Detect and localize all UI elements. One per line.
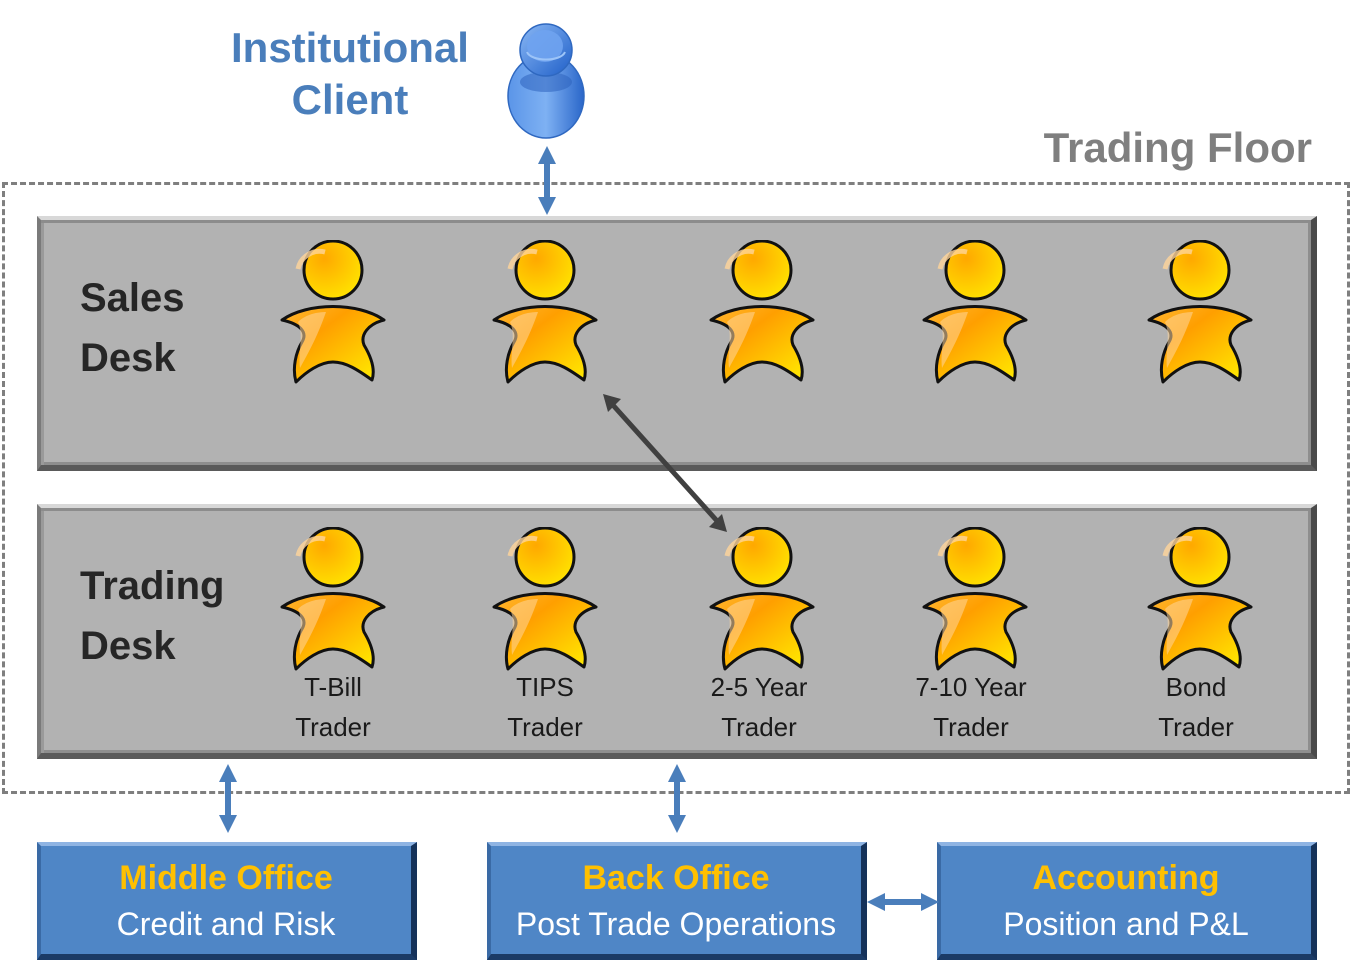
trader-label-line1: TIPS bbox=[516, 672, 574, 702]
sales-desk-label-line2: Desk bbox=[80, 336, 176, 380]
client-title-line2: Client bbox=[291, 76, 409, 123]
back-office-box: Back Office Post Trade Operations bbox=[487, 842, 867, 960]
trading-desk-panel bbox=[37, 504, 1317, 759]
trading-desk-label-line1: Trading bbox=[80, 564, 225, 608]
sales-desk-label-line1: Sales bbox=[80, 276, 185, 320]
trading-desk-label: Trading Desk bbox=[80, 556, 224, 676]
trader-label-line1: 2-5 Year bbox=[710, 672, 808, 702]
back-office-subtitle: Post Trade Operations bbox=[515, 906, 837, 942]
user-blue-icon bbox=[507, 23, 585, 139]
client-title-line1: Institutional bbox=[231, 24, 469, 71]
arrow-floor-back-office bbox=[668, 764, 686, 833]
trader-label-line2: Trader bbox=[721, 712, 797, 742]
trader-label-bond: Bond Trader bbox=[1106, 667, 1286, 747]
trader-label-line1: 7-10 Year bbox=[915, 672, 1027, 702]
sales-desk-label: Sales Desk bbox=[80, 268, 185, 388]
trader-label-line1: Bond bbox=[1165, 672, 1227, 702]
arrow-back-office-accounting bbox=[867, 893, 939, 911]
trader-label-line2: Trader bbox=[1158, 712, 1234, 742]
institutional-client-title: Institutional Client bbox=[200, 22, 500, 126]
accounting-title: Accounting bbox=[1032, 859, 1220, 897]
middle-office-subtitle: Credit and Risk bbox=[116, 906, 336, 942]
arrow-sales-to-trader bbox=[603, 394, 727, 532]
sales-desk-panel bbox=[37, 216, 1317, 471]
accounting-box: Accounting Position and P&L bbox=[937, 842, 1317, 960]
trader-label-line2: Trader bbox=[295, 712, 371, 742]
trader-label-line2: Trader bbox=[507, 712, 583, 742]
middle-office-title: Middle Office bbox=[119, 859, 333, 897]
accounting-subtitle: Position and P&L bbox=[1003, 906, 1249, 942]
trader-label-line2: Trader bbox=[933, 712, 1009, 742]
arrow-client-sales bbox=[538, 146, 556, 215]
trader-label-line1: T-Bill bbox=[304, 672, 362, 702]
trader-label-7-10-year: 7-10 Year Trader bbox=[881, 667, 1061, 747]
middle-office-box: Middle Office Credit and Risk bbox=[37, 842, 417, 960]
back-office-title: Back Office bbox=[582, 859, 770, 897]
arrow-floor-middle-office bbox=[219, 764, 237, 833]
trading-desk-label-line2: Desk bbox=[80, 624, 176, 668]
trader-label-tips: TIPS Trader bbox=[455, 667, 635, 747]
trader-label-2-5-year: 2-5 Year Trader bbox=[669, 667, 849, 747]
trading-floor-title: Trading Floor bbox=[1043, 124, 1312, 171]
trader-label-tbill: T-Bill Trader bbox=[243, 667, 423, 747]
